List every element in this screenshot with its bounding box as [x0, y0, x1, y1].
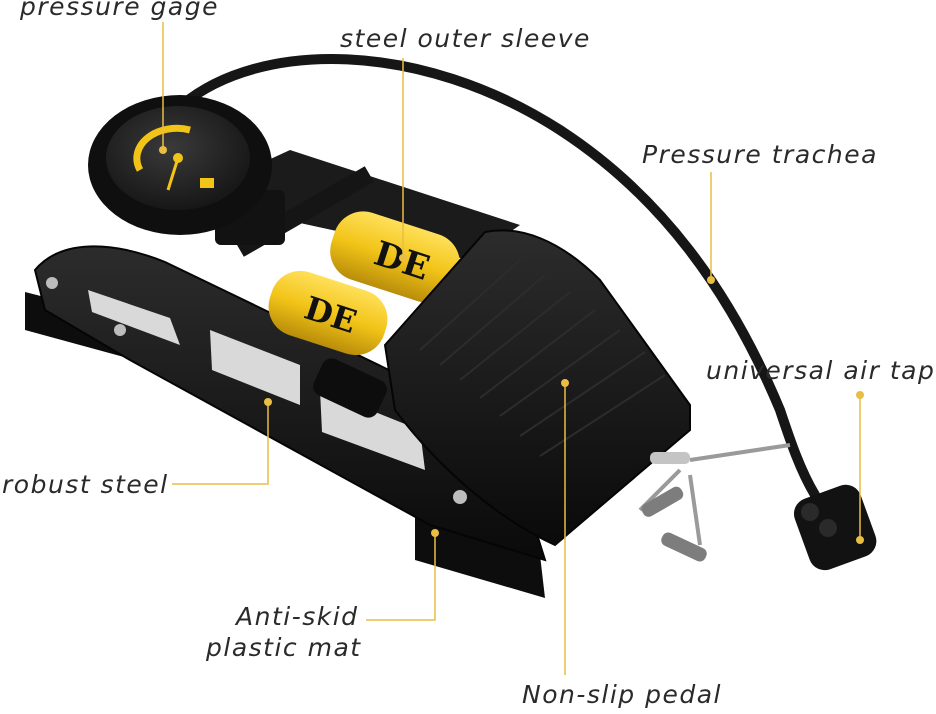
foot-pedal	[383, 229, 691, 547]
label-non-slip-pedal: Non-slip pedal	[522, 680, 722, 709]
gauge-arc	[133, 124, 191, 172]
pressure-hose	[177, 54, 820, 500]
leader-lines	[162, 22, 861, 675]
label-pressure-gage: pressure gage	[20, 0, 219, 21]
label-plastic-mat: plastic mat	[206, 633, 362, 662]
label-anti-skid: Anti-skid	[236, 602, 359, 631]
label-pressure-trachea: Pressure trachea	[642, 140, 878, 169]
cylinder-upper: DE	[330, 211, 460, 303]
pedal-texture	[419, 259, 666, 457]
label-steel-outer-sleeve: steel outer sleeve	[340, 24, 591, 53]
frame-screw	[114, 324, 126, 336]
cylinder-lower: DE	[268, 270, 388, 356]
base-rail-right	[415, 515, 545, 598]
label-robust-steel: robust steel	[2, 470, 169, 499]
label-universal-air-tap: universal air tap	[706, 356, 936, 385]
air-chuck	[793, 484, 877, 571]
gauge-needle	[166, 157, 180, 191]
frame-slot	[88, 290, 180, 345]
frame-slot	[320, 390, 425, 470]
leader-dots	[159, 146, 864, 544]
frame-slot	[210, 330, 300, 405]
frame-screw	[46, 277, 58, 289]
frame-screw	[453, 490, 467, 504]
release-switch	[313, 358, 387, 418]
